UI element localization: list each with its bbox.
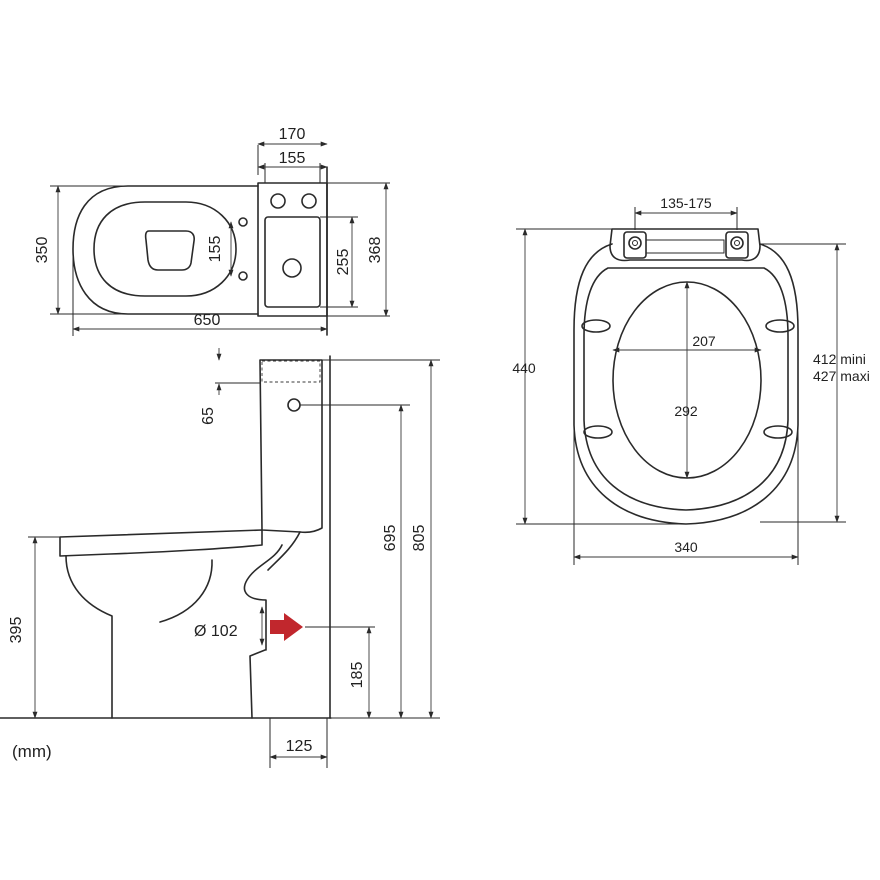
dim-tank-inner-depth: 255 xyxy=(335,249,352,276)
outlet-arrow xyxy=(270,613,303,641)
hinge-left xyxy=(623,231,647,259)
dim-overall-length: 650 xyxy=(194,312,221,329)
seat-opening-outline xyxy=(93,201,237,297)
hinge-plate xyxy=(609,228,761,262)
dim-inlet-height: 695 xyxy=(382,525,399,552)
bumper-top-left xyxy=(581,319,611,333)
top-view: 170 155 350 155 255 368 650 xyxy=(34,126,390,336)
dim-inner-length: 292 xyxy=(674,403,698,419)
bowl-drain-recess xyxy=(144,230,195,271)
dim-seat-length: 440 xyxy=(512,360,536,376)
dim-hinge-to-front-min: 412 mini xyxy=(813,351,866,367)
dim-outlet-to-wall: 125 xyxy=(286,738,313,755)
dim-tank-outer-width: 170 xyxy=(279,126,306,143)
dim-top-offset: 65 xyxy=(200,407,217,425)
dim-tank-inner-width: 155 xyxy=(279,150,306,167)
bowl-side-outline xyxy=(65,555,113,719)
trap-inner xyxy=(267,531,301,571)
seat-view: 135-175 207 292 440 412 mini 427 maxi 34… xyxy=(512,195,870,565)
tank-hole xyxy=(282,258,302,278)
tank-side-outline xyxy=(259,359,323,534)
tank-top-outer xyxy=(257,182,328,317)
flush-button-left xyxy=(270,193,286,209)
bumper-bottom-right xyxy=(763,425,793,439)
dim-inner-width: 207 xyxy=(692,333,716,349)
dim-outlet-height: 185 xyxy=(349,662,366,689)
seat-side-outline xyxy=(59,529,263,557)
trap-curve xyxy=(243,544,283,651)
seat-rim-outline xyxy=(583,267,789,511)
units-label: (mm) xyxy=(12,742,52,761)
dim-seat-height: 395 xyxy=(8,617,25,644)
fixing-hole-bottom xyxy=(238,271,248,281)
dim-tank-outer-depth: 368 xyxy=(367,237,384,264)
dim-outlet-diameter: Ø 102 xyxy=(194,623,238,640)
bumper-top-right xyxy=(765,319,795,333)
dim-hinge-spacing: 135-175 xyxy=(660,195,712,211)
dim-total-height: 805 xyxy=(411,525,428,552)
fixing-hole-top xyxy=(238,217,248,227)
dim-seat-width: 340 xyxy=(674,539,698,555)
side-view: Ø 102 65 695 805 395 185 125 (mm) xyxy=(0,348,440,768)
hinge-bar xyxy=(645,239,725,254)
hinge-right xyxy=(725,231,749,259)
seat-outer-outline xyxy=(573,243,799,525)
dim-hinge-to-front-max: 427 maxi xyxy=(813,368,870,384)
dim-fixing-hole-spacing: 155 xyxy=(207,236,224,263)
dim-overall-width: 350 xyxy=(34,237,51,264)
flush-button-right xyxy=(301,193,317,209)
bowl-top-outline xyxy=(72,185,259,315)
tank-lid-dashed xyxy=(261,360,321,383)
bowl-inner-curve xyxy=(159,559,213,623)
tank-inlet-hole xyxy=(287,398,301,412)
bumper-bottom-left xyxy=(583,425,613,439)
tank-top-inner xyxy=(264,216,321,308)
bowl-pedestal-front xyxy=(249,649,266,719)
